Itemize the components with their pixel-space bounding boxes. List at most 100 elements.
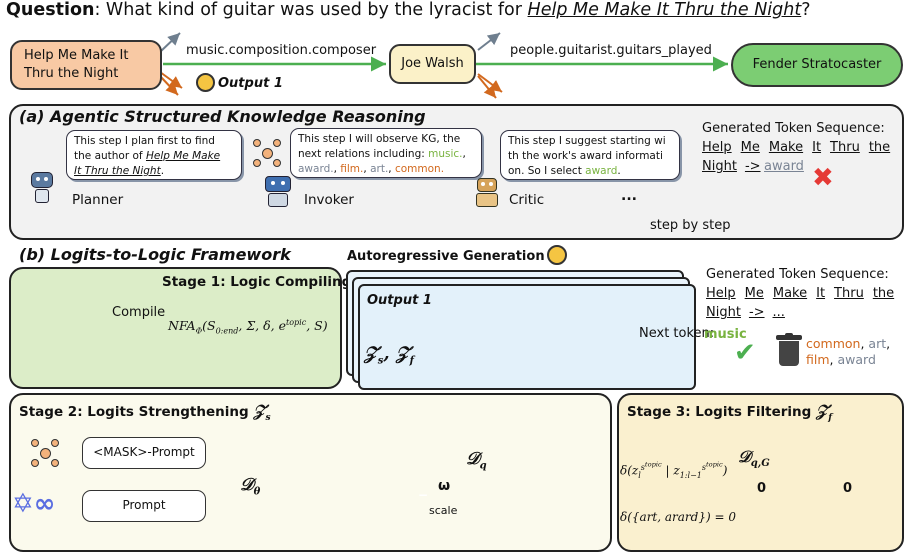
token: -> xyxy=(748,305,765,320)
step-by-step-label: step by step xyxy=(650,218,731,233)
compile-label: Compile xyxy=(112,305,166,320)
comma: , xyxy=(462,148,466,160)
planner-label: Planner xyxy=(72,192,124,208)
comma: , xyxy=(829,352,834,367)
planner-bubble-line2: the author of xyxy=(74,150,146,162)
token: ... xyxy=(772,305,785,320)
token: the xyxy=(868,140,891,155)
panel-b-token-line2: Night ->... xyxy=(706,305,785,320)
critic-bubble-line1: This step I suggest starting wi xyxy=(508,135,666,147)
invoker-award: award. xyxy=(298,163,334,175)
critic-award: award xyxy=(585,165,618,177)
stage2-title-text: Stage 2: Logits Strengthening xyxy=(19,404,249,420)
token: Make xyxy=(772,286,808,301)
planner-robot-icon xyxy=(30,172,54,204)
node-fender-label: Fender Stratocaster xyxy=(752,57,882,72)
mask-prompt-label: <MASK>-Prompt xyxy=(93,445,195,459)
question-song: Help Me Make It Thru the Night xyxy=(527,0,802,20)
relation-composer: music.composition.composer xyxy=(186,43,377,58)
invoker-art: art. xyxy=(370,163,389,175)
output1-top-label: Output 1 xyxy=(218,76,283,91)
planner-bubble-song-b: It Thru the Night xyxy=(74,165,161,177)
node-song: Help Me Make It Thru the Night xyxy=(10,40,162,90)
trash-award: award xyxy=(837,352,876,367)
relation-guitars: people.guitarist.guitars_played xyxy=(510,43,712,58)
critic-bubble: This step I suggest starting wi th the w… xyxy=(500,130,680,180)
node-song-line2: Thru the Night xyxy=(24,66,119,81)
panel-a-token-line2: Night-> xyxy=(702,159,761,174)
trash-words-line1: common, art, xyxy=(806,336,890,351)
panel-b-gen-title: Generated Token Sequence: xyxy=(706,267,889,282)
output-card-title: Output 1 xyxy=(367,293,432,308)
magnifier-icon-2 xyxy=(547,245,567,265)
magnifier-icon xyxy=(196,73,215,92)
token: the xyxy=(872,286,895,301)
invoker-bubble: This step I will observe KG, the next re… xyxy=(290,128,482,178)
trash-common: common xyxy=(806,336,861,351)
stage3-title-text: Stage 3: Logits Filtering xyxy=(627,404,812,420)
invoker-bubble-line1: This step I will observe KG, the xyxy=(298,133,461,145)
token: It xyxy=(816,286,826,301)
scale-label: scale xyxy=(429,504,458,517)
stage2-title: Stage 2: Logits Strengthening 𝒵s xyxy=(19,401,271,424)
prompt-box: Prompt xyxy=(82,490,206,522)
token: Night xyxy=(706,305,741,320)
trash-words-line2: film, award xyxy=(806,352,876,367)
dq-label: 𝒟q xyxy=(466,449,487,472)
invoker-music: music. xyxy=(428,148,463,160)
token: Thru xyxy=(834,286,864,301)
stage2-panel xyxy=(9,393,612,552)
panel-b-title: (b) Logits-to-Logic Framework xyxy=(19,245,291,264)
token: Me xyxy=(744,286,764,301)
question-label: Question xyxy=(6,0,95,20)
token: Me xyxy=(740,140,760,155)
delta-formula: δ(zlstopic | z1:l−1stopic) xyxy=(620,460,728,481)
token: Help xyxy=(706,286,736,301)
token: Thru xyxy=(830,140,860,155)
invoker-common: common. xyxy=(394,163,445,175)
planner-bubble: This step I plan first to find the autho… xyxy=(66,130,242,180)
token: -> xyxy=(744,159,761,174)
d-theta-label: 𝒟θ xyxy=(240,475,261,498)
accepted-music: music xyxy=(704,327,747,342)
critic-robot-icon xyxy=(472,178,502,210)
token: Help xyxy=(702,140,732,155)
stage3-panel xyxy=(617,393,904,552)
llm-logo-icon: ✡∞ xyxy=(12,489,56,519)
panel-a-title: (a) Agentic Structured Knowledge Reasoni… xyxy=(19,107,426,126)
ar-title: Autoregressive Generation xyxy=(347,249,545,264)
planner-bubble-song-a: Help Me Make xyxy=(145,150,221,162)
zs-zf-label: 𝒵s, 𝒵f xyxy=(364,343,414,367)
next-token-label: Next token: xyxy=(639,326,715,341)
omega-label: ω xyxy=(438,478,451,494)
panel-a-award-token: award xyxy=(764,159,804,174)
delta-zero-formula: δ({art, arard}) = 0 xyxy=(620,510,736,524)
kg-icon-2 xyxy=(30,438,60,468)
check-icon: ✔ xyxy=(734,338,756,368)
zero-label-award: 0 xyxy=(843,481,853,496)
minus-label: − xyxy=(418,488,429,502)
critic-bubble-line3: on. So I select xyxy=(508,165,586,177)
nfa-symbol: NFA xyxy=(168,318,196,334)
invoker-robot-icon xyxy=(262,176,294,208)
stage1-title: Stage 1: Logic Compiling xyxy=(162,274,352,290)
invoker-label: Invoker xyxy=(304,192,354,208)
panel-a-gen-title: Generated Token Sequence: xyxy=(702,121,885,136)
stage1-panel xyxy=(9,267,342,389)
stage3-title: Stage 3: Logits Filtering 𝒵f xyxy=(627,401,833,424)
trash-film: film xyxy=(806,352,830,367)
node-joe-walsh-label: Joe Walsh xyxy=(401,56,464,71)
kg-icon xyxy=(252,138,282,168)
planner-bubble-dot: . xyxy=(160,165,165,177)
invoker-film: film. xyxy=(340,163,364,175)
token: It xyxy=(812,140,822,155)
trash-art: art xyxy=(868,336,887,351)
mask-prompt-box: <MASK>-Prompt xyxy=(82,437,206,469)
dqg-label: 𝒟q,G xyxy=(738,447,770,470)
critic-label: Critic xyxy=(509,192,545,208)
planner-bubble-line1: This step I plan first to find xyxy=(74,135,215,147)
invoker-bubble-line2: next relations including: xyxy=(298,148,429,160)
reject-x-icon: ✖ xyxy=(812,163,834,193)
